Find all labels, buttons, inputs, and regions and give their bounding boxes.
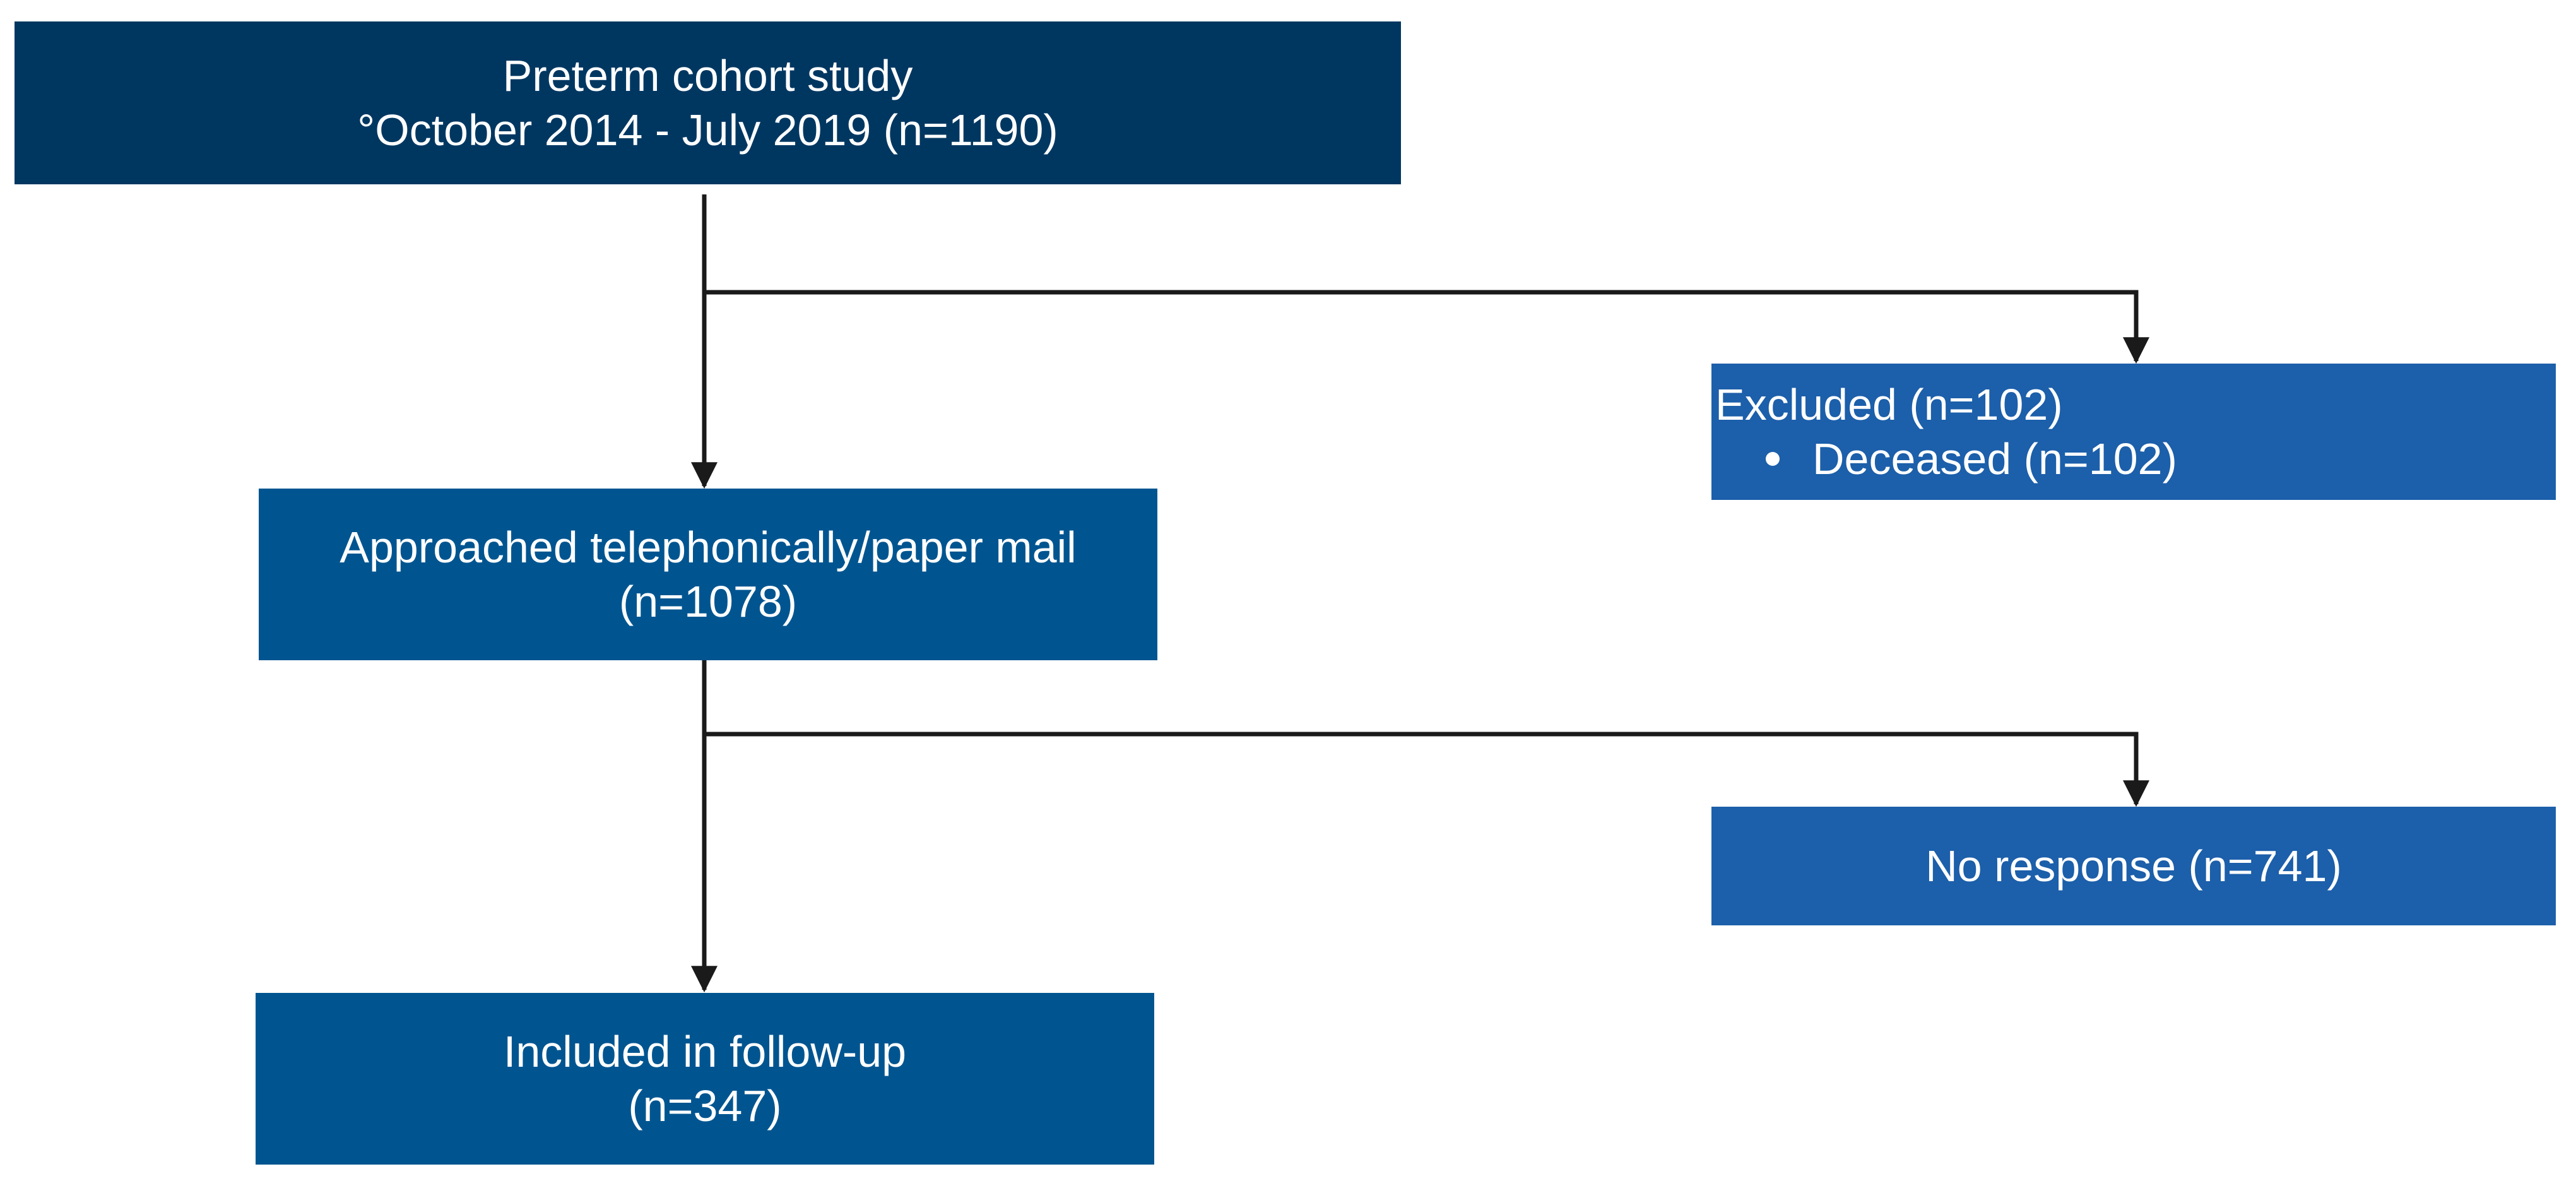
box-included: Included in follow-up (n=347) xyxy=(256,993,1154,1165)
approached-title: Approached telephonically/paper mail xyxy=(340,523,1077,572)
cohort-title: Preterm cohort study xyxy=(502,51,913,100)
box-no-response: No response (n=741) xyxy=(1711,807,2556,925)
included-count: (n=347) xyxy=(628,1081,782,1131)
excluded-title: Excluded (n=102) xyxy=(1715,380,2063,429)
box-excluded: Excluded (n=102) Deceased (n=102) xyxy=(1711,364,2556,500)
box-preterm-cohort: Preterm cohort study °October 2014 - Jul… xyxy=(15,21,1401,184)
cohort-period: °October 2014 - July 2019 (n=1190) xyxy=(357,105,1058,155)
arrow-to-no-response xyxy=(704,732,2149,807)
included-title: Included in follow-up xyxy=(503,1027,907,1076)
excluded-bullet-item: Deceased (n=102) xyxy=(1715,432,2177,486)
no-response-label: No response (n=741) xyxy=(1925,841,2342,891)
approached-count: (n=1078) xyxy=(618,577,798,626)
bullet-icon xyxy=(1766,452,1780,466)
excluded-reason: Deceased (n=102) xyxy=(1812,434,2177,484)
arrow-to-excluded xyxy=(704,290,2149,364)
box-approached: Approached telephonically/paper mail (n=… xyxy=(259,489,1157,660)
